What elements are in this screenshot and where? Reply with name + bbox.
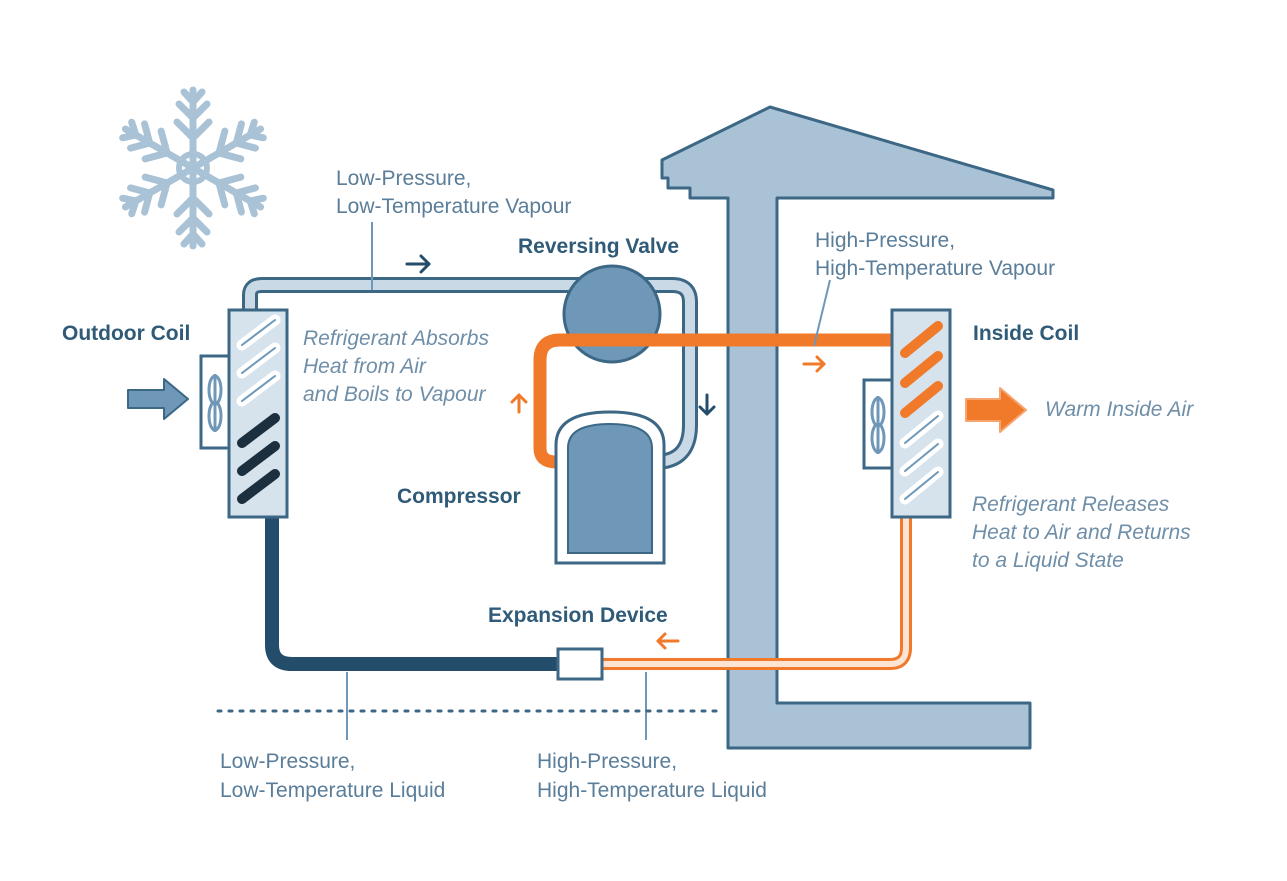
- high-pressure-liquid-label: High-Pressure, High-Temperature Liquid: [537, 750, 767, 802]
- high-pressure-liquid-pipe: [602, 516, 912, 670]
- expansion-device: [556, 647, 604, 681]
- releases-heat-label: Refrigerant Releases Heat to Air and Ret…: [972, 493, 1197, 572]
- flow-arrow-right-orange-icon: [802, 355, 826, 373]
- compressor-label: Compressor: [397, 485, 521, 508]
- expansion-device-label: Expansion Device: [488, 604, 668, 627]
- reversing-valve-label: Reversing Valve: [518, 235, 679, 258]
- compressor: [554, 410, 666, 565]
- inside-coil: [862, 308, 952, 519]
- warm-air-arrow-icon: [965, 387, 1027, 433]
- low-pressure-liquid-label: Low-Pressure, Low-Temperature Liquid: [220, 750, 445, 802]
- outdoor-air-arrow-icon: [127, 378, 189, 420]
- indoor-fan-icon: [870, 396, 886, 454]
- outdoor-fan-icon: [207, 374, 223, 432]
- inside-coil-label: Inside Coil: [973, 322, 1079, 345]
- flow-arrow-left-orange-icon: [656, 632, 680, 650]
- flow-arrow-down-icon: [698, 393, 716, 416]
- high-pressure-vapour-pipe: [533, 333, 892, 469]
- inside-coil-fins: [899, 321, 944, 505]
- flow-arrow-right-icon: [405, 254, 431, 274]
- leader-lines: [346, 222, 831, 740]
- warm-inside-air-label: Warm Inside Air: [1045, 398, 1194, 421]
- outdoor-coil: [199, 308, 289, 519]
- outdoor-coil-label: Outdoor Coil: [62, 322, 190, 345]
- low-pressure-liquid-pipe: [265, 516, 558, 671]
- absorbs-heat-label: Refrigerant Absorbs Heat from Air and Bo…: [303, 327, 495, 406]
- high-pressure-vapour-label: High-Pressure, High-Temperature Vapour: [815, 229, 1055, 280]
- house-outline: [660, 105, 1055, 750]
- low-pressure-vapour-label: Low-Pressure, Low-Temperature Vapour: [336, 167, 571, 218]
- snowflake-icon: [117, 86, 268, 246]
- outdoor-coil-fins: [236, 314, 281, 504]
- low-pressure-vapour-pipe: [242, 277, 698, 470]
- flow-arrow-up-icon: [510, 393, 528, 414]
- reversing-valve: [562, 264, 662, 364]
